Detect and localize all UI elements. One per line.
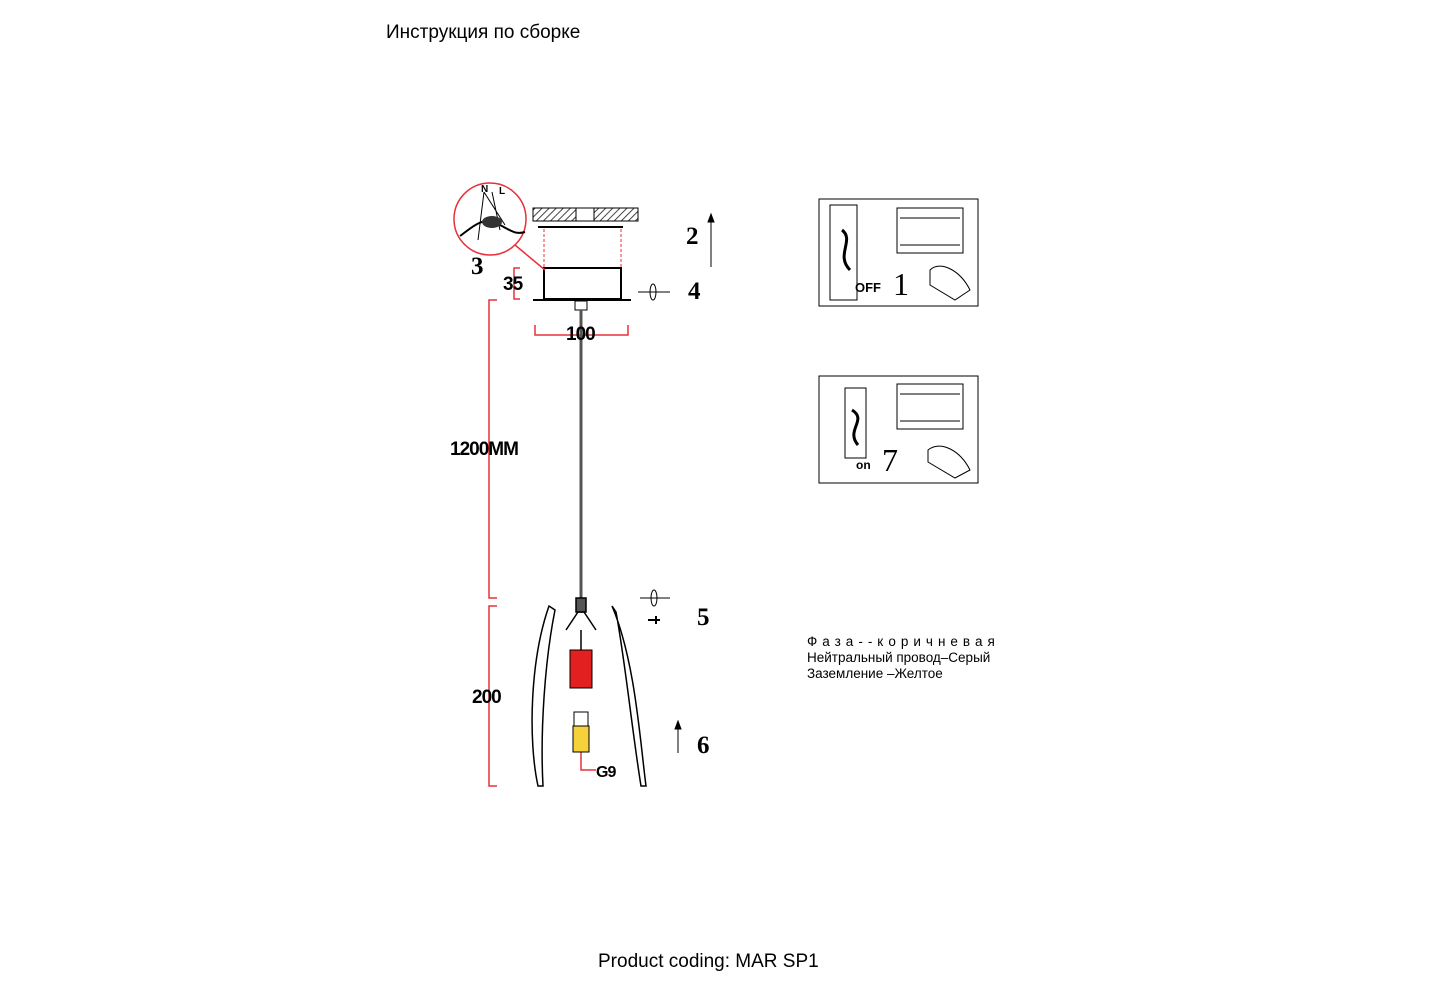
switch-off-label: OFF bbox=[855, 280, 881, 295]
switch-on-label: on bbox=[856, 458, 871, 472]
step-6: 6 bbox=[697, 732, 710, 759]
dim-canopy-width: 100 bbox=[566, 324, 596, 345]
legend-phase: Фаза--коричневая bbox=[807, 634, 1000, 649]
arrow-up-icon bbox=[674, 212, 715, 753]
legend-ground: Заземление –Желтое bbox=[807, 666, 943, 681]
page-title: Инструкция по сборке bbox=[386, 22, 581, 43]
lamp-shade bbox=[531, 597, 647, 787]
wire-label-l: L bbox=[499, 186, 506, 197]
switch-off-panel bbox=[818, 198, 979, 307]
dim-canopy-height: 35 bbox=[503, 274, 523, 295]
screw-icon bbox=[648, 616, 660, 624]
rotate-icon bbox=[638, 283, 670, 607]
step-7: 7 bbox=[882, 442, 898, 478]
wire-color-legend: Фаза--коричневая Нейтральный провод–Серы… bbox=[807, 634, 1000, 682]
g9-bulb bbox=[572, 725, 590, 753]
step-1: 1 bbox=[893, 266, 909, 302]
switch-on-panel bbox=[818, 375, 979, 484]
step-2: 2 bbox=[686, 223, 699, 250]
dimension-lines bbox=[488, 267, 629, 787]
product-coding: Product coding: MAR SP1 bbox=[598, 951, 819, 972]
lamp-holder bbox=[569, 649, 593, 689]
step-3: 3 bbox=[471, 253, 484, 280]
wire-label-n: N bbox=[481, 184, 489, 195]
canopy bbox=[533, 267, 631, 311]
legend-neutral: Нейтральный провод–Серый bbox=[807, 650, 991, 665]
wire-detail-circle bbox=[453, 182, 546, 271]
dim-cable-length: 1200MM bbox=[450, 439, 519, 460]
step-5: 5 bbox=[697, 604, 710, 631]
dim-shade-height: 200 bbox=[472, 687, 502, 708]
bulb-type: G9 bbox=[596, 764, 616, 781]
ceiling bbox=[532, 207, 639, 228]
step-4: 4 bbox=[688, 278, 701, 305]
